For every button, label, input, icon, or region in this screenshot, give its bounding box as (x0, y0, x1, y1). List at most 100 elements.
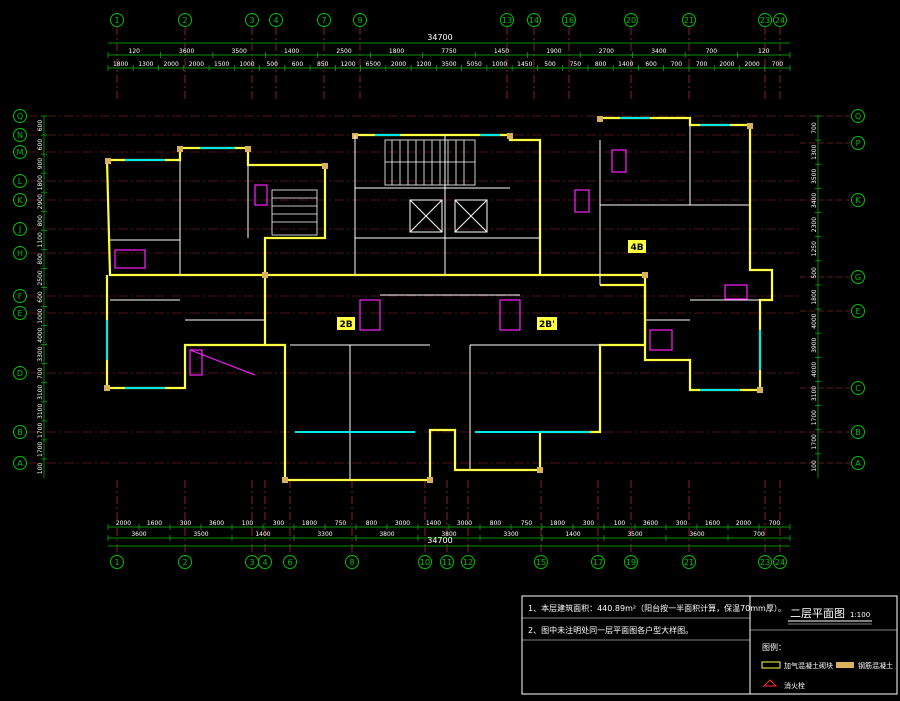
left-dim-value: 600 (37, 120, 44, 132)
bottom-dim-row2-value: 3300 (317, 531, 332, 538)
notes-block: 1、本层建筑面积：440.89m²（阳台按一半面积计算，保温70mm厚）。 2、… (521, 595, 898, 695)
top-dim-row1-value: 2700 (599, 48, 614, 55)
top-dim-row2-value: 1450 (517, 61, 532, 68)
total-dimension-bottom: 34700 (427, 536, 452, 545)
column (537, 467, 543, 473)
legend-swatch-block (761, 661, 781, 669)
axis-bubble-left-F (13, 289, 27, 303)
column (262, 272, 268, 278)
unit-label-2b: 2B (339, 320, 352, 330)
top-dim-row1-value: 3600 (179, 48, 194, 55)
bath-fixture (611, 149, 627, 173)
top-dim-row2-value: 700 (696, 61, 708, 68)
axis-bubble-top-14-label: 14 (529, 16, 539, 25)
bottom-dim-row2-value: 3600 (131, 531, 146, 538)
exterior-wall-south (265, 273, 647, 482)
top-dim-row2-value: 1000 (492, 61, 507, 68)
top-dim-row1-value: 120 (758, 48, 770, 55)
bottom-dim-row1-value: 100 (614, 520, 626, 527)
top-dim-row1-value: 1450 (494, 48, 509, 55)
axis-bubble-top-3-label: 3 (249, 16, 254, 25)
kitchen-fixture (574, 189, 590, 213)
exterior-wall-core (355, 133, 542, 275)
bottom-dim-row1-value: 800 (490, 520, 502, 527)
axis-bubble-top-4-label: 4 (273, 16, 278, 25)
axis-bubble-bottom-1 (110, 555, 124, 569)
column (757, 387, 763, 393)
note-2: 2、图中未注明处同一层平面图各户型大样图。 (528, 625, 693, 635)
axis-bubble-right-Q-label: Q (855, 112, 861, 121)
axis-bubble-bottom-6 (283, 555, 297, 569)
top-dim-row2-value: 1800 (113, 61, 128, 68)
axis-bubble-right-E (851, 304, 865, 318)
left-dim-value: 1700 (37, 423, 44, 438)
legend-swatch-concrete (836, 662, 854, 668)
axis-bubble-left-K (13, 193, 27, 207)
top-dim-row2-value: 850 (317, 61, 329, 68)
axis-bubble-bottom-8 (345, 555, 359, 569)
top-dim-row2-value: 3500 (441, 61, 456, 68)
axis-bubble-bottom-6-label: 6 (287, 558, 292, 567)
bottom-dim-row1-value: 3600 (643, 520, 658, 527)
column (105, 158, 111, 164)
left-dim-value: 2500 (37, 270, 44, 285)
top-dim-row1-value: 120 (129, 48, 141, 55)
note-1: 1、本层建筑面积：440.89m²（阳台按一半面积计算，保温70mm厚）。 (528, 603, 786, 613)
left-dim-value: 700 (37, 367, 44, 379)
hydrant-icon (762, 679, 778, 687)
bottom-dim-row1-value: 1600 (705, 520, 720, 527)
left-dim-value: 3100 (37, 404, 44, 419)
axis-bubble-bottom-4 (258, 555, 272, 569)
right-dim-value: 3900 (811, 337, 818, 352)
top-dim-row2-value: 500 (266, 61, 278, 68)
top-dim-row2-value: 750 (570, 61, 582, 68)
top-dim-row2-value: 600 (292, 61, 304, 68)
axis-bubble-right-Q (851, 109, 865, 123)
axis-bubble-right-K (851, 193, 865, 207)
axis-bubble-bottom-10 (418, 555, 432, 569)
left-dim-value: 600 (37, 139, 44, 151)
column (507, 133, 513, 139)
axis-bubble-top-1-label: 1 (114, 16, 119, 25)
axis-bubble-top-20 (624, 13, 638, 27)
axis-bubble-right-B (851, 425, 865, 439)
unit-labels: 4B 2B 2B' (337, 240, 646, 330)
top-dim-row1-value: 1400 (284, 48, 299, 55)
unit-label-bg-4b (628, 240, 646, 253)
axis-bubble-top-23 (758, 13, 772, 27)
axis-bubble-bottom-23 (758, 555, 772, 569)
top-dim-row2-value: 2000 (744, 61, 759, 68)
bottom-dim-row1-value: 3600 (209, 520, 224, 527)
column (322, 163, 328, 169)
axis-bubble-bottom-17 (591, 555, 605, 569)
axis-bubble-bottom-24 (773, 555, 787, 569)
total-dimension-top: 34700 (427, 33, 452, 42)
drawing-scale: 1:100 (850, 611, 870, 619)
column (245, 146, 251, 152)
right-dim-value: 3100 (811, 386, 818, 401)
axis-bubble-top-7-label: 7 (321, 16, 326, 25)
top-dim-row2-value: 700 (772, 61, 784, 68)
axis-bubble-left-A (13, 456, 27, 470)
top-dim-row2-value: 2000 (719, 61, 734, 68)
axis-grid-lines (28, 27, 850, 553)
bottom-dim-row2-value: 3800 (379, 531, 394, 538)
left-dim-value: 3300 (37, 346, 44, 361)
bottom-dim-row2-value: 700 (753, 531, 765, 538)
axis-bubble-top-23-label: 23 (760, 16, 770, 25)
top-dim-row2-value: 1200 (416, 61, 431, 68)
top-dim-row2-value: 2000 (189, 61, 204, 68)
bottom-dim-row1-value: 300 (676, 520, 688, 527)
right-dim-value: 2300 (811, 217, 818, 232)
left-dim-value: 100 (37, 463, 44, 475)
bottom-dim-row2-value: 3600 (689, 531, 704, 538)
bottom-dim-row2-value: 1400 (255, 531, 270, 538)
fixture-line (189, 349, 256, 376)
secondary-stair (271, 189, 318, 236)
elevators (409, 199, 488, 233)
top-dim-row2-value: 600 (645, 61, 657, 68)
axis-bubble-right-G (851, 270, 865, 284)
bottom-dim-row2-value: 3800 (441, 531, 456, 538)
axis-bubble-bottom-24-label: 24 (775, 558, 785, 567)
